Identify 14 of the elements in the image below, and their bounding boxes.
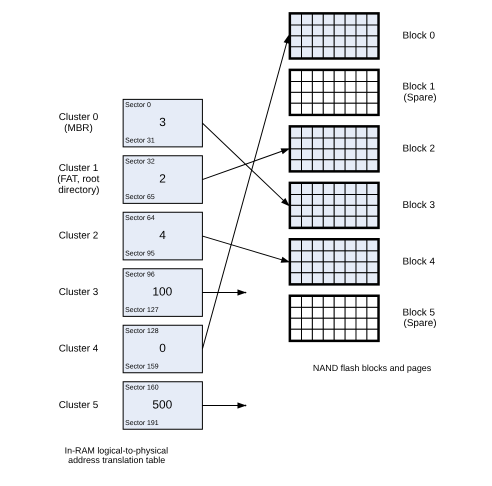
- node-label: Block 5 (Spare): [402, 307, 436, 330]
- node-label: Cluster 4: [58, 344, 98, 354]
- node-label: Cluster 2: [58, 230, 98, 242]
- label: In-RAM logical-to-physical address translation table: [64, 445, 168, 466]
- node-label: Cluster 5: [58, 400, 98, 411]
- node-label: Cluster 1 (FAT, root directory): [56, 163, 99, 196]
- node-label: Cluster 0 (MBR): [58, 112, 98, 134]
- node-label: Block 1 (Spare): [402, 81, 436, 104]
- node-label: Block 2: [402, 143, 434, 154]
- node-label: Block 4: [402, 256, 434, 268]
- node-label: Cluster 3: [58, 287, 98, 298]
- node-label: Block 3: [402, 200, 434, 211]
- label: NAND flash blocks and pages: [312, 363, 431, 374]
- node-label: Block 0: [402, 30, 434, 42]
